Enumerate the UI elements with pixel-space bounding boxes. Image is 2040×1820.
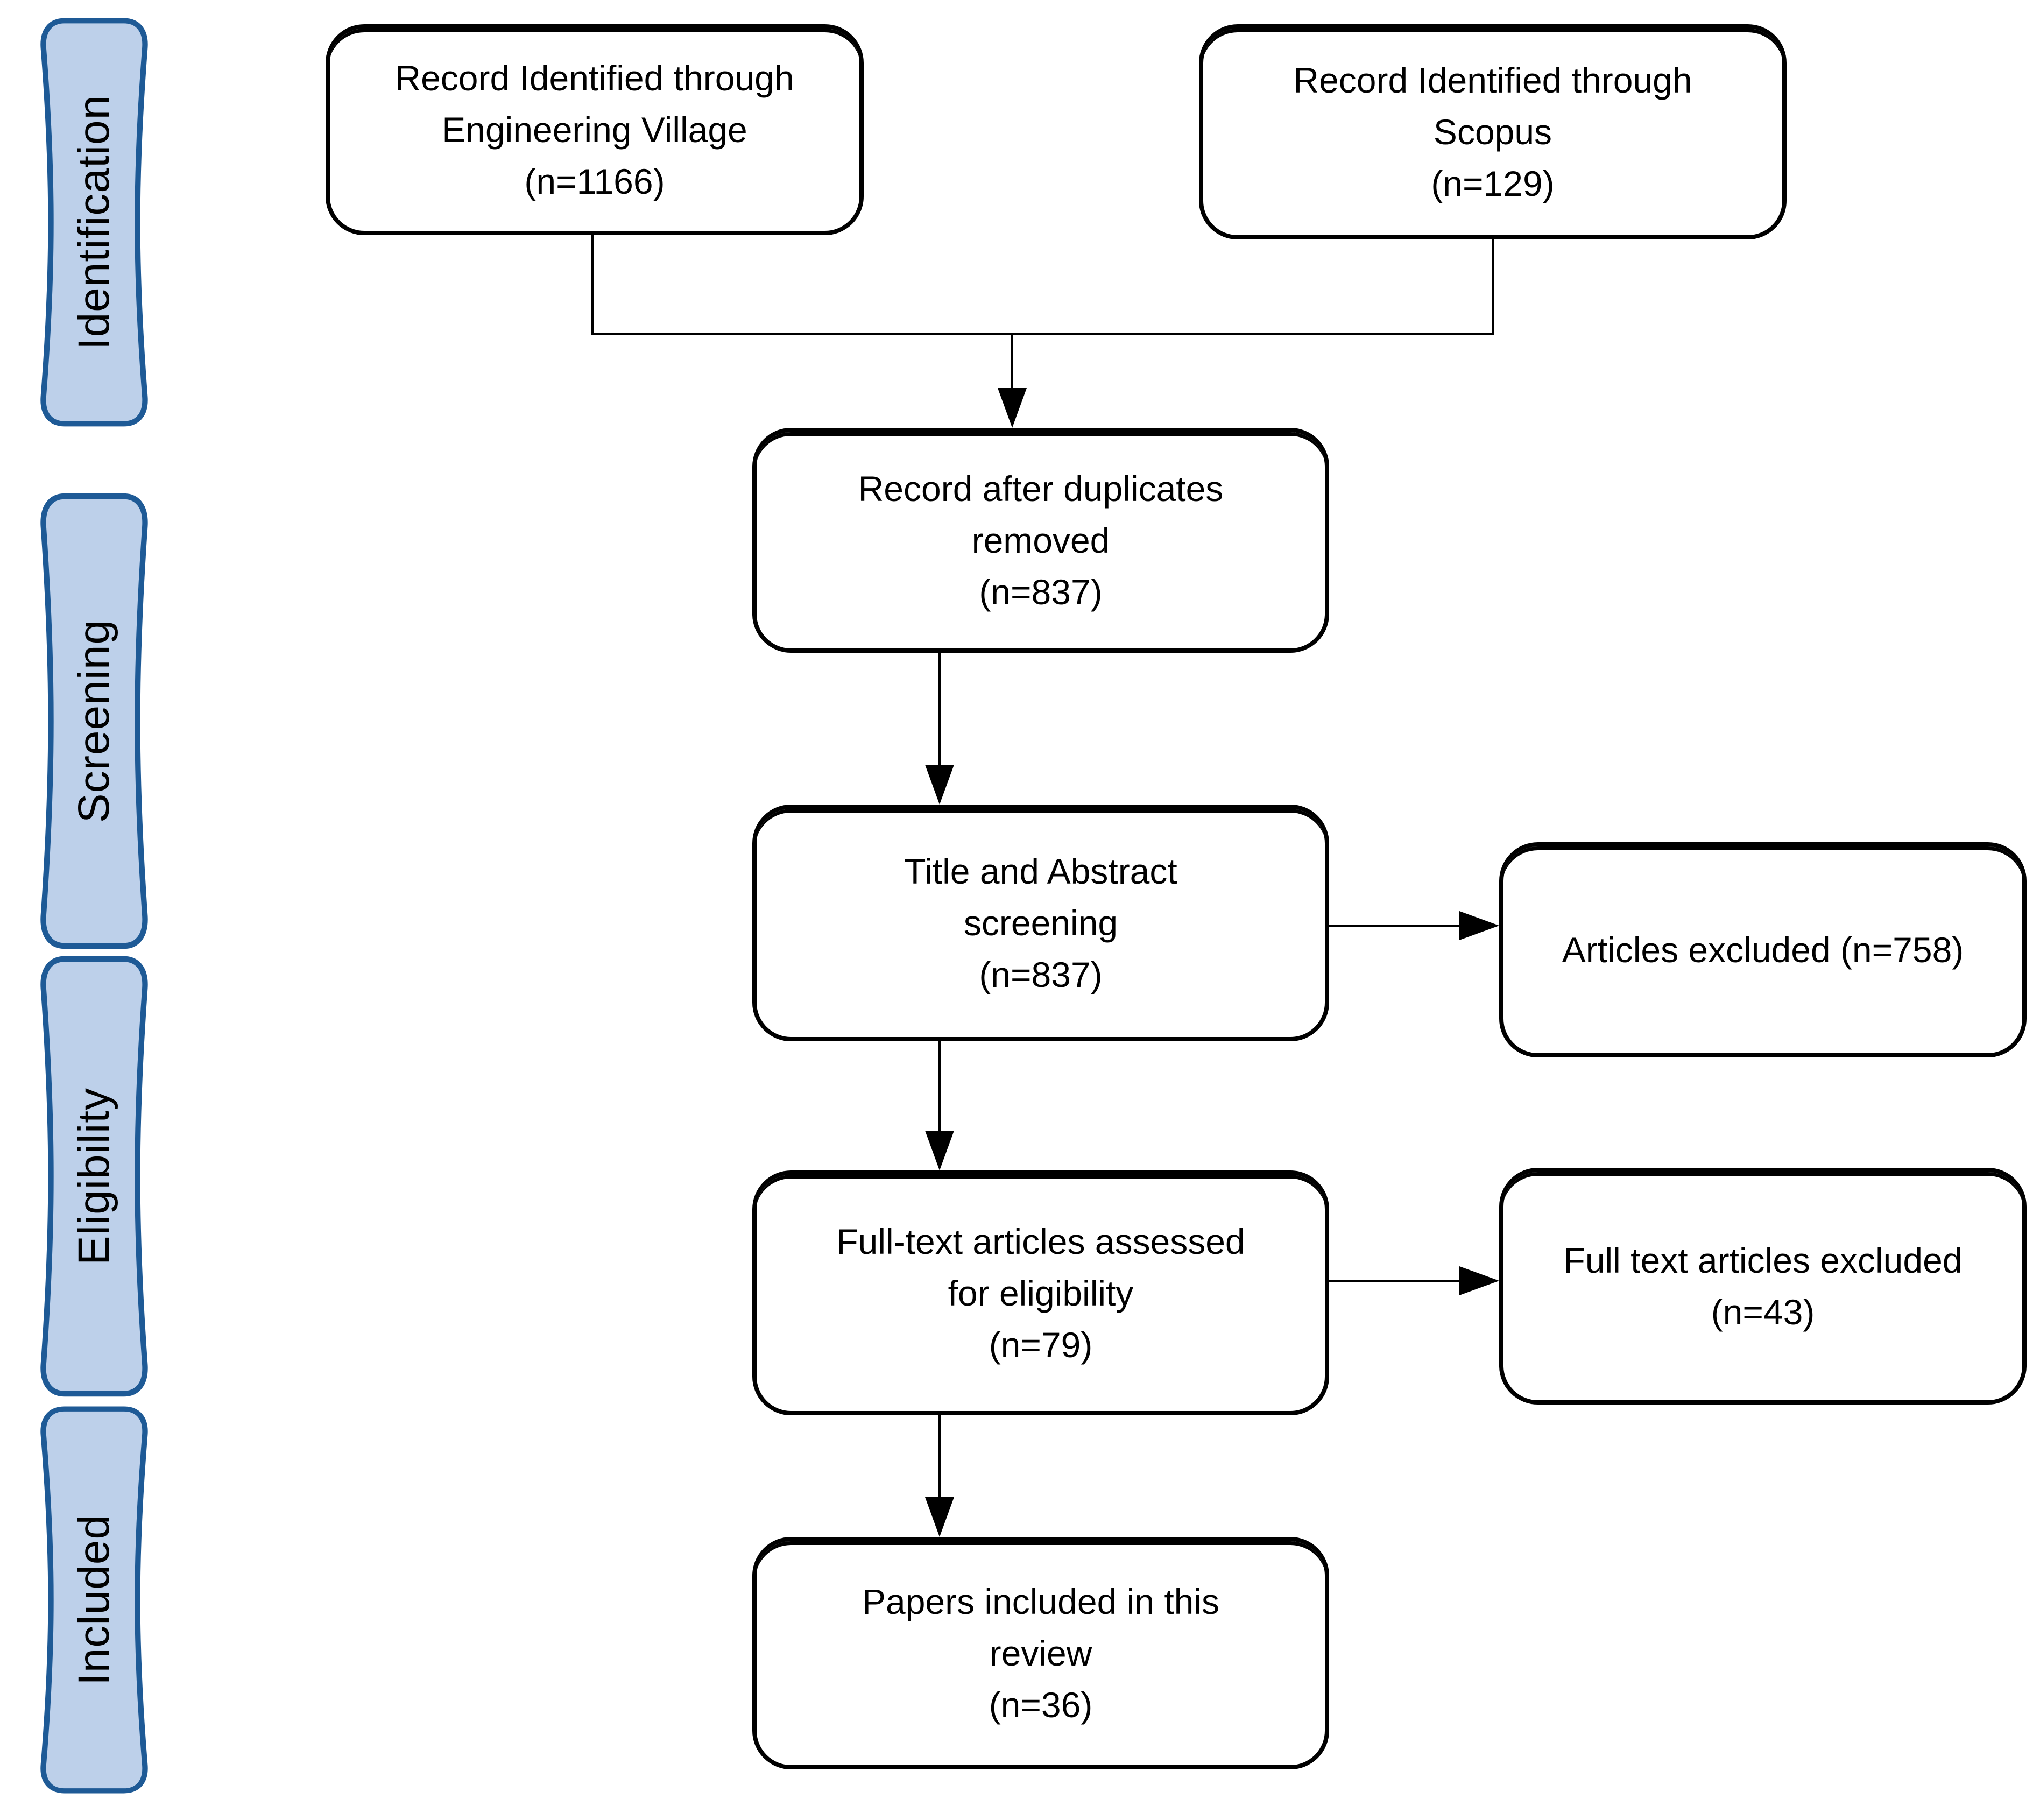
stage-pill-shape (40, 493, 148, 949)
stage-label-wrap: Eligibility (32, 955, 156, 1398)
flow-box-fulltext-excluded: Full text articles excluded (n=43) (1499, 1168, 2027, 1405)
connector-joiner-bar (591, 333, 1494, 335)
connector-to-duplicates (1011, 333, 1013, 392)
connector-fulltext-to-included (938, 1415, 941, 1501)
connector-duplicates-to-screening (938, 653, 941, 768)
stage-label-screening: Screening (69, 619, 118, 823)
stage-label-identification: Identification (69, 94, 119, 350)
box-text-line: (n=837) (979, 955, 1103, 994)
box-text-line: Articles excluded (n=758) (1562, 930, 1964, 970)
stage-pill-eligibility: Eligibility (32, 955, 156, 1398)
stage-label-included: Included (69, 1514, 118, 1686)
box-text-line: review (989, 1633, 1092, 1673)
arrowhead-into-screening (925, 765, 954, 805)
stage-pill-screening: Screening (32, 492, 156, 950)
connector-screening-to-excluded (1329, 925, 1464, 927)
flow-box-engineering-village: Record Identified through Engineering Vi… (326, 24, 864, 235)
box-text-line: (n=36) (989, 1685, 1093, 1725)
box-text-line: Papers included in this (862, 1582, 1220, 1621)
arrowhead-into-duplicates (998, 388, 1027, 428)
box-text-line: (n=129) (1431, 164, 1555, 203)
box-text-line: (n=1166) (524, 161, 665, 201)
stage-pill-shape (40, 1406, 148, 1794)
box-text-line: Engineering Village (442, 110, 747, 150)
connector-engineering-village-down (591, 235, 594, 335)
flow-box-papers-included: Papers included in this review (n=36) (752, 1537, 1329, 1769)
stage-label-wrap: Screening (32, 492, 156, 950)
box-text-line: Full text articles excluded (1563, 1240, 1963, 1280)
connector-fulltext-to-excluded (1329, 1280, 1464, 1282)
connector-screening-to-fulltext (938, 1041, 941, 1135)
box-text-line: screening (963, 903, 1118, 943)
box-text-line: Scopus (1433, 112, 1552, 152)
stage-pill-included: Included (32, 1406, 156, 1794)
box-text-line: Record Identified through (1293, 60, 1692, 100)
stage-pill-shape (40, 18, 148, 427)
arrowhead-into-fulltext (925, 1131, 954, 1170)
flow-box-scopus: Record Identified through Scopus (n=129) (1199, 24, 1787, 239)
stage-label-wrap: Identification (32, 17, 156, 427)
flow-box-title-abstract-screening: Title and Abstract screening (n=837) (752, 805, 1329, 1041)
box-text-line: for eligibility (948, 1273, 1134, 1313)
box-text-line: (n=43) (1711, 1292, 1815, 1332)
flow-box-duplicates-removed: Record after duplicates removed (n=837) (752, 428, 1329, 653)
stage-pill-identification: Identification (32, 17, 156, 427)
stage-label-wrap: Included (32, 1406, 156, 1794)
stage-label-eligibility: Eligibility (69, 1088, 118, 1265)
flow-box-articles-excluded: Articles excluded (n=758) (1499, 842, 2027, 1057)
box-text-line: (n=79) (989, 1324, 1093, 1365)
arrowhead-into-fulltext-excluded (1459, 1266, 1499, 1295)
box-text-line: Title and Abstract (904, 851, 1177, 891)
box-text-line: Full-text articles assessed (836, 1221, 1245, 1261)
flow-box-fulltext-assessed: Full-text articles assessed for eligibil… (752, 1170, 1329, 1415)
connector-scopus-down (1492, 239, 1494, 335)
box-text-line: Record Identified through (395, 58, 794, 98)
box-text-line: removed (971, 520, 1110, 560)
arrowhead-into-articles-excluded (1459, 911, 1499, 940)
box-text-line: Record after duplicates (858, 469, 1224, 509)
stage-pill-shape (40, 956, 148, 1397)
box-text-line: (n=837) (979, 572, 1103, 612)
arrowhead-into-included (925, 1497, 954, 1537)
